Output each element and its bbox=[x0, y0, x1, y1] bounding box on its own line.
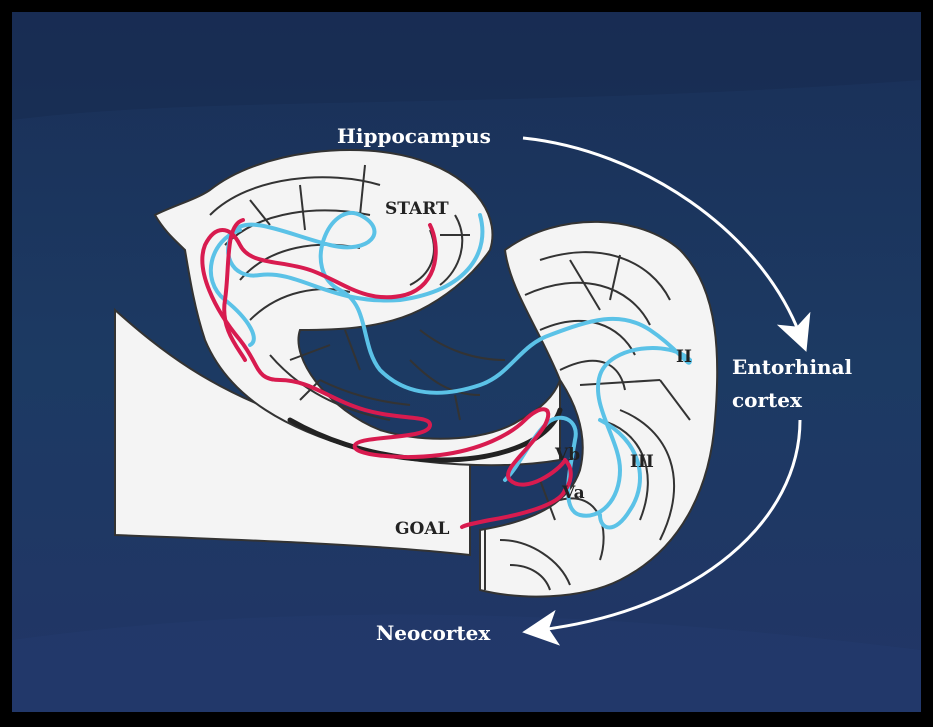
label-layer-ii: II bbox=[676, 347, 692, 367]
label-layer-va: Va bbox=[561, 483, 585, 503]
label-goal: GOAL bbox=[395, 519, 450, 539]
label-entorhinal-line1: Entorhinal bbox=[732, 355, 853, 379]
label-hippocampus: Hippocampus bbox=[337, 124, 491, 148]
label-layer-vb: Vb bbox=[554, 445, 580, 465]
label-layer-iii: III bbox=[630, 452, 654, 472]
label-neocortex: Neocortex bbox=[376, 621, 491, 645]
label-start: START bbox=[385, 199, 449, 219]
label-entorhinal-line2: cortex bbox=[732, 388, 803, 412]
